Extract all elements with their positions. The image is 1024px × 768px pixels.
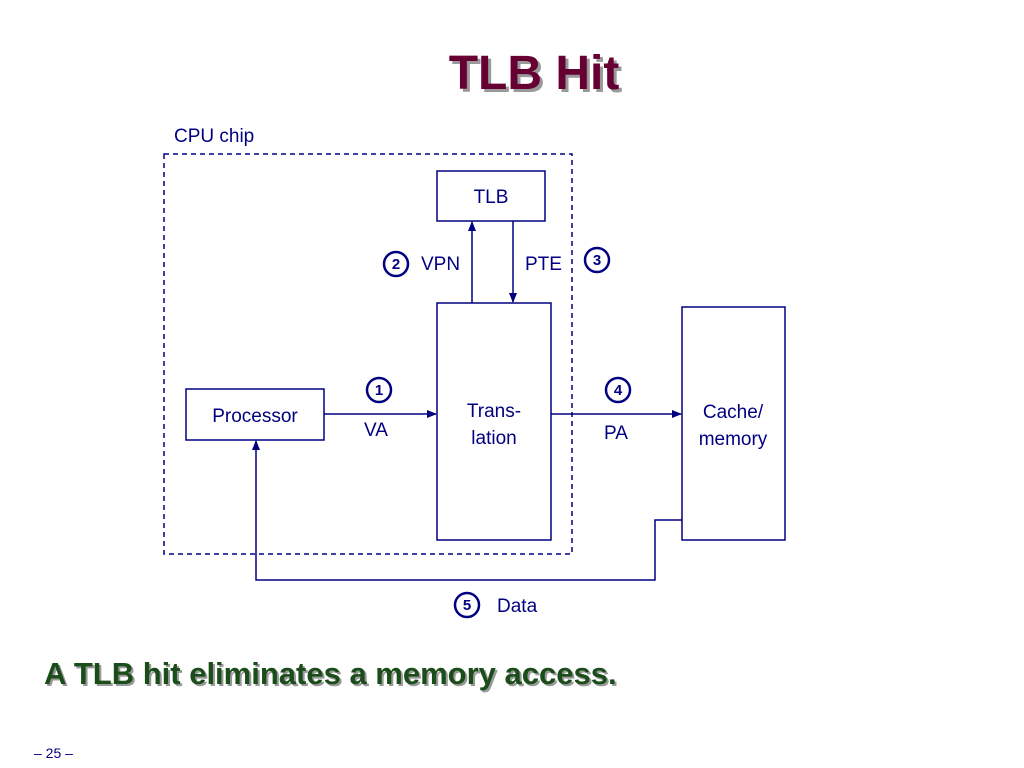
- conclusion-text: A TLB hit eliminates a memory access.: [44, 656, 617, 691]
- page-title-shadow: TLB Hit: [452, 50, 623, 103]
- processor-box: [185, 388, 325, 441]
- pte-label: PTE: [525, 254, 562, 275]
- cpu-chip-label: CPU chip: [174, 126, 254, 147]
- vpn-label: VPN: [421, 254, 460, 275]
- page-title: TLB Hit: [449, 47, 620, 100]
- va-label: VA: [364, 420, 388, 441]
- step-badge-1: 1: [365, 376, 393, 404]
- translation-node: Trans- lation: [436, 302, 552, 541]
- tlb-label: TLB: [474, 187, 509, 208]
- step-badge-2: 2: [382, 250, 410, 278]
- step-badge-4: 4: [604, 376, 632, 404]
- cache-memory-box: [681, 306, 786, 541]
- cache-memory-label-line2: memory: [699, 429, 768, 450]
- step-badge-5-circle: [453, 591, 481, 619]
- step-badge-2-circle: [382, 250, 410, 278]
- step-badge-3-number: 3: [593, 252, 601, 269]
- translation-label-line1: Trans-: [467, 401, 521, 422]
- step-badge-2-number: 2: [392, 256, 400, 273]
- step-badge-5-number: 5: [463, 597, 471, 614]
- step-badge-1-number: 1: [375, 382, 383, 399]
- cpu-chip-boundary: [163, 153, 573, 555]
- tlb-box: [436, 170, 546, 222]
- step-badge-3: 3: [583, 246, 611, 274]
- cache-memory-node: Cache/ memory: [681, 306, 786, 541]
- step-badge-1-circle: [365, 376, 393, 404]
- cache-memory-label-line1: Cache/: [703, 402, 764, 423]
- step-badge-4-circle: [604, 376, 632, 404]
- step-badge-3-circle: [583, 246, 611, 274]
- pa-label: PA: [604, 423, 628, 444]
- data-return-arrow: [252, 440, 682, 581]
- translation-box: [436, 302, 552, 541]
- tlb-node: TLB: [436, 170, 546, 222]
- processor-node: Processor: [185, 388, 325, 441]
- conclusion-shadow: A TLB hit eliminates a memory access.: [46, 658, 619, 693]
- processor-label: Processor: [212, 406, 298, 427]
- step-badge-5: 5: [453, 591, 481, 619]
- translation-label-line2: lation: [471, 428, 516, 449]
- step-badge-4-number: 4: [614, 382, 623, 399]
- page-number: – 25 –: [34, 745, 73, 761]
- data-label: Data: [497, 596, 538, 617]
